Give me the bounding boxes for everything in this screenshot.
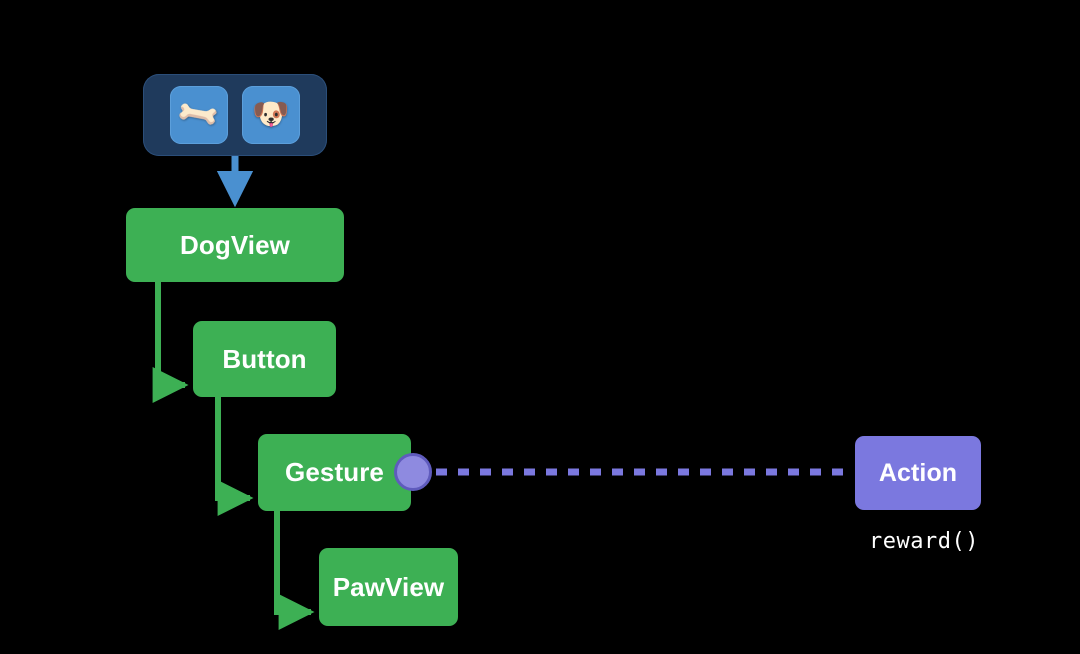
edge-button-to-gesture	[215, 397, 254, 516]
edge-dogview-to-button	[152, 282, 189, 403]
asset-tile-dog-face[interactable]: 🐶	[242, 86, 300, 144]
asset-tile-bone[interactable]: 🦴	[170, 86, 228, 144]
node-gesture-label: Gesture	[285, 457, 384, 487]
node-button-label: Button	[222, 343, 307, 374]
node-pawview-label: PawView	[332, 571, 445, 602]
node-action-label: Action	[878, 458, 958, 487]
node-action[interactable]: Action	[855, 436, 981, 510]
asset-panel[interactable]: 🦴 🐶	[143, 74, 327, 156]
node-dogview[interactable]: DogView	[126, 208, 344, 282]
node-button[interactable]: Button	[193, 321, 336, 397]
node-pawview[interactable]: PawView	[319, 548, 458, 626]
dog-face-icon: 🐶	[252, 98, 290, 131]
gesture-binding-dot[interactable]	[394, 453, 432, 491]
bone-icon: 🦴	[173, 90, 224, 139]
node-gesture[interactable]: Gesture	[258, 434, 411, 511]
node-dogview-label: DogView	[179, 229, 291, 260]
edge-gesture-to-pawview	[274, 511, 315, 630]
reward-caption: reward()	[869, 529, 979, 554]
